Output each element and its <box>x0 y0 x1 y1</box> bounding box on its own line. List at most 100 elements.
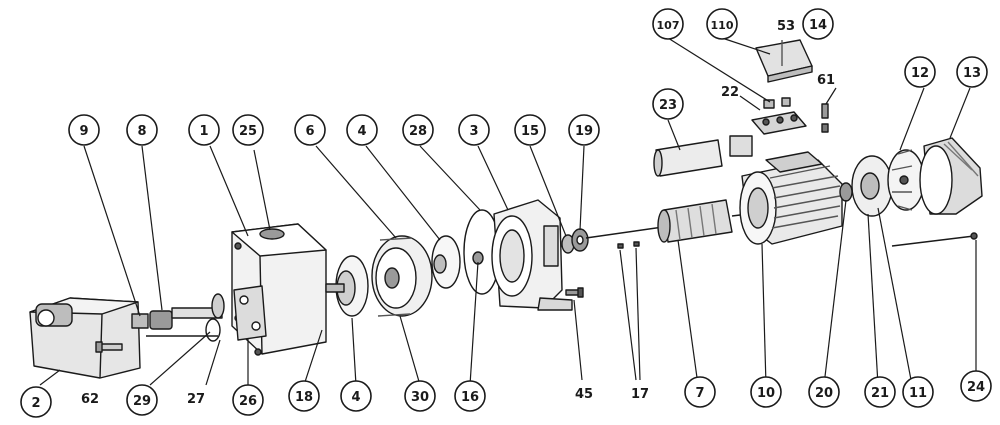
callout-25: 25 <box>232 114 264 146</box>
callout-number: 30 <box>411 390 429 405</box>
callout-number: 110 <box>711 19 734 32</box>
part-24-tie-rod-nut <box>970 232 978 240</box>
callout-circle <box>514 114 546 146</box>
part-4-disc-right <box>431 235 461 289</box>
callout-14: 14 <box>802 8 834 40</box>
callout-6: 6 <box>294 114 326 146</box>
callout-number: 14 <box>809 18 827 33</box>
callout-circle <box>68 114 100 146</box>
label-17: 17 <box>631 387 649 402</box>
part-13-fan-cover <box>919 137 983 215</box>
part-17-key-b <box>633 241 640 247</box>
callout-circle <box>232 384 264 416</box>
part-7-rotor <box>657 199 749 243</box>
callout-4: 4 <box>346 114 378 146</box>
callout-26: 26 <box>232 384 264 416</box>
callout-19: 19 <box>568 114 600 146</box>
callout-11: 11 <box>902 376 934 408</box>
callout-circle <box>126 114 158 146</box>
part-45-screw <box>565 287 584 298</box>
callout-number: 4 <box>351 390 360 405</box>
callout-number: 12 <box>911 66 929 81</box>
callout-23: 23 <box>652 88 684 120</box>
callout-circle <box>20 386 52 418</box>
callout-number: 8 <box>137 124 146 139</box>
callout-29: 29 <box>126 384 158 416</box>
part-6-impeller <box>371 235 433 317</box>
callout-circle <box>864 376 896 408</box>
callout-10: 10 <box>750 376 782 408</box>
callout-circle <box>232 114 264 146</box>
callout-circle <box>404 380 436 412</box>
part-2-casing <box>29 297 141 379</box>
callout-number: 15 <box>521 124 539 139</box>
callout-number: 25 <box>239 124 257 139</box>
callout-circle <box>454 380 486 412</box>
part-21-rear-shield <box>851 155 893 217</box>
label-45: 45 <box>575 387 593 402</box>
callout-number: 18 <box>295 390 313 405</box>
callout-number: 19 <box>575 124 593 139</box>
callout-circle <box>808 376 840 408</box>
callout-24: 24 <box>960 370 992 402</box>
callout-4: 4 <box>340 380 372 412</box>
part-14-terminal-cover <box>755 39 813 83</box>
callout-circle <box>458 114 490 146</box>
callout-15: 15 <box>514 114 546 146</box>
callout-number: 29 <box>133 394 151 409</box>
part-12-fan <box>887 149 925 211</box>
part-20-bearing <box>839 182 853 202</box>
callout-28: 28 <box>402 114 434 146</box>
callout-number: 2 <box>31 396 40 411</box>
callout-circle <box>802 8 834 40</box>
callout-number: 10 <box>757 386 775 401</box>
part-61-screws <box>821 103 829 133</box>
callout-2: 2 <box>20 386 52 418</box>
callout-number: 11 <box>909 386 927 401</box>
label-62: 62 <box>81 392 99 407</box>
callout-number: 107 <box>657 19 680 32</box>
callout-circle <box>340 380 372 412</box>
callout-number: 24 <box>967 380 985 395</box>
callout-circle <box>568 114 600 146</box>
callout-7: 7 <box>684 376 716 408</box>
callout-number: 6 <box>305 124 314 139</box>
callout-number: 23 <box>659 98 677 113</box>
callout-number: 4 <box>357 124 366 139</box>
callout-13: 13 <box>956 56 988 88</box>
part-22-terminal-board <box>751 97 807 135</box>
part-10-motor-frame <box>739 151 843 245</box>
callout-circle <box>294 114 326 146</box>
part-3-bracket <box>491 199 573 311</box>
callout-16: 16 <box>454 380 486 412</box>
callout-number: 13 <box>963 66 981 81</box>
label-53: 53 <box>777 19 795 34</box>
callout-number: 21 <box>871 386 889 401</box>
callout-circle <box>288 380 320 412</box>
part-4-disc-left <box>325 255 369 317</box>
callout-circle <box>750 376 782 408</box>
part-26-flange <box>233 285 267 341</box>
callout-number: 26 <box>239 394 257 409</box>
part-62-screw <box>95 341 123 353</box>
callout-circle <box>956 56 988 88</box>
callout-circle <box>706 8 738 40</box>
callout-8: 8 <box>126 114 158 146</box>
motor-shaft <box>585 225 671 239</box>
callout-circle <box>902 376 934 408</box>
callout-number: 3 <box>469 124 478 139</box>
part-17-key-a <box>617 243 624 249</box>
callout-18: 18 <box>288 380 320 412</box>
callout-circle <box>684 376 716 408</box>
part-19-bearing <box>571 228 589 252</box>
callout-number: 20 <box>815 386 833 401</box>
part-29-oring <box>205 318 221 342</box>
part-9-valve <box>131 310 173 330</box>
callout-1: 1 <box>188 114 220 146</box>
callout-circle <box>126 384 158 416</box>
callout-20: 20 <box>808 376 840 408</box>
callout-circle <box>652 88 684 120</box>
label-27: 27 <box>187 392 205 407</box>
